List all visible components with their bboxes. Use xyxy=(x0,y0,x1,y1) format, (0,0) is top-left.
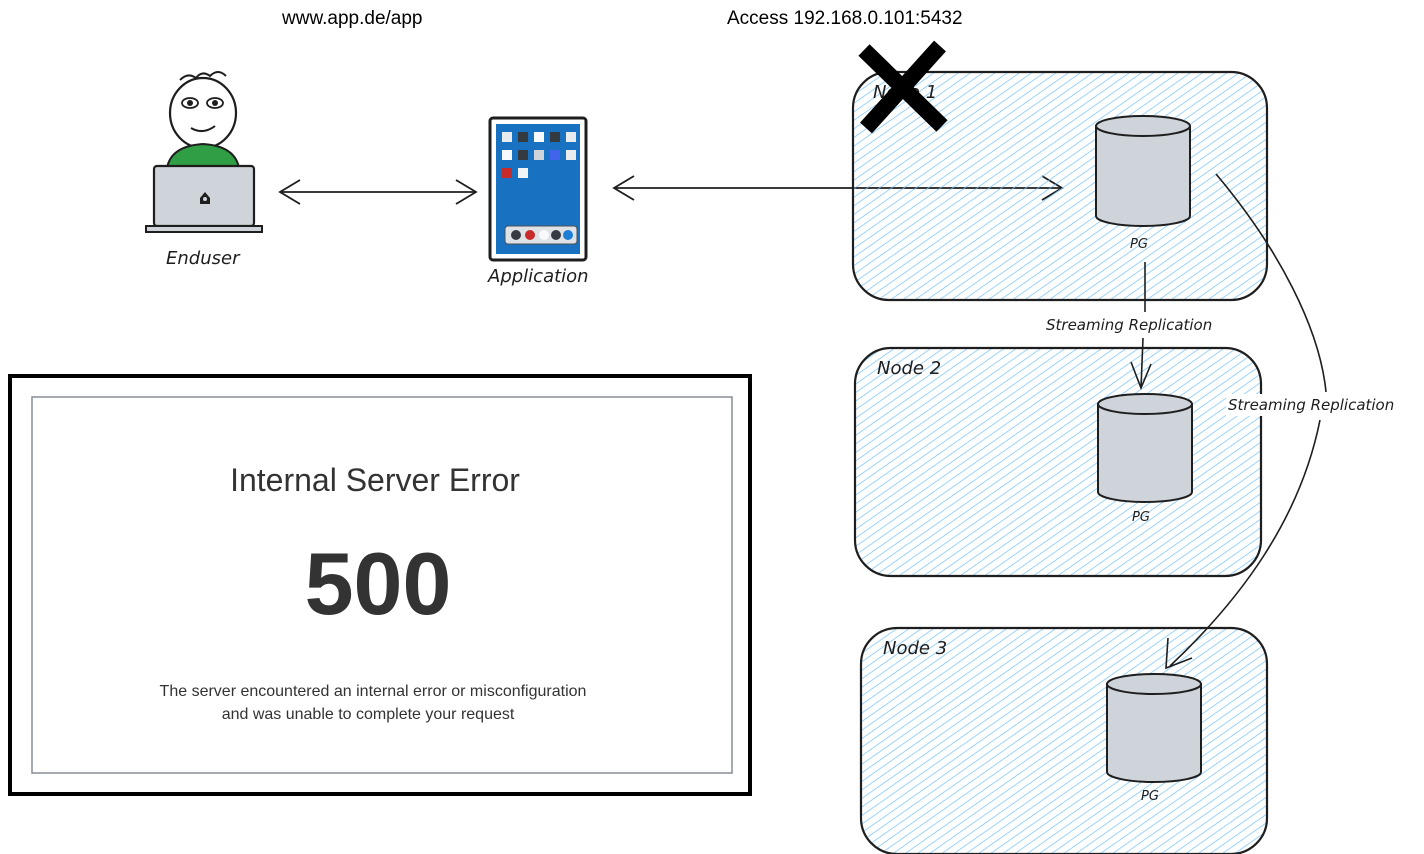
replication-label-node2: Streaming Replication xyxy=(1046,316,1212,334)
error-page: Internal Server Error 500 The server enc… xyxy=(8,374,752,796)
enduser-icon xyxy=(145,71,263,233)
database-cylinder-icon xyxy=(1097,393,1193,503)
enduser-label: Enduser xyxy=(166,248,241,269)
database-cylinder-icon xyxy=(1106,673,1202,783)
error-code: 500 xyxy=(305,534,452,633)
url-label: www.app.de/app xyxy=(281,8,423,29)
error-title: Internal Server Error xyxy=(230,462,520,498)
node-2-label: Node 2 xyxy=(877,358,941,379)
replication-label-node3: Streaming Replication xyxy=(1228,396,1394,414)
error-message-line2: and was unable to complete your request xyxy=(222,706,515,723)
mobile-app-icon xyxy=(488,116,588,262)
enduser-app-arrow xyxy=(278,179,478,205)
node-1-db-label: PG xyxy=(1130,237,1148,252)
error-message-line1: The server encountered an internal error… xyxy=(160,683,587,700)
replication-arrow-node2 xyxy=(1130,262,1152,391)
node-2-db-label: PG xyxy=(1132,510,1150,525)
database-cylinder-icon xyxy=(1095,115,1191,227)
node-3-label: Node 3 xyxy=(883,638,947,659)
node-2: Node 2 PG xyxy=(853,346,1263,578)
replication-arrow-node3 xyxy=(1165,173,1327,670)
db-access-label: Access 192.168.0.101:5432 xyxy=(727,8,963,29)
node-3-db-label: PG xyxy=(1141,789,1159,804)
node-1: Node 1 PG xyxy=(851,70,1269,302)
x-mark-icon xyxy=(858,40,948,134)
node-3: Node 3 PG xyxy=(859,626,1269,854)
application-label: Application xyxy=(487,266,589,287)
